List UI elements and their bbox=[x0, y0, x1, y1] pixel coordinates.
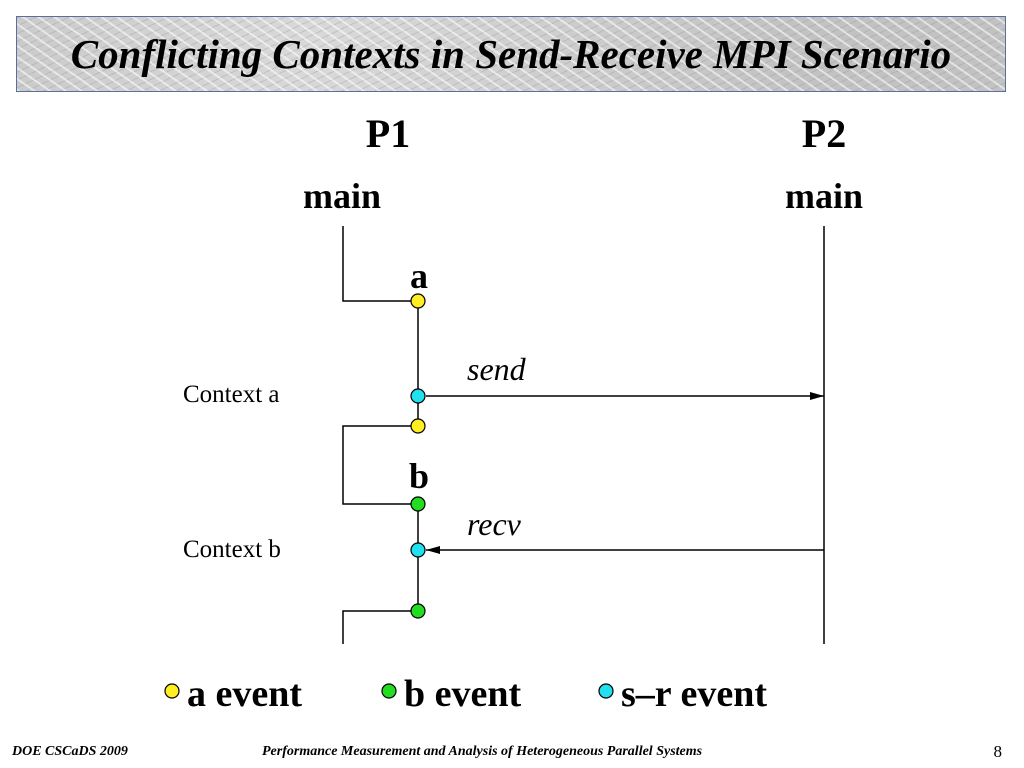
p1-main-label: main bbox=[303, 176, 381, 216]
legend-sr-event-label: s–r event bbox=[621, 673, 767, 715]
b-event-marker bbox=[410, 496, 426, 512]
p1-main-line-bottom bbox=[342, 610, 418, 644]
region-a-label: a bbox=[410, 256, 428, 296]
title-bar: Conflicting Contexts in Send-Receive MPI… bbox=[16, 16, 1006, 92]
send-label: send bbox=[467, 351, 527, 387]
footer-left: DOE CSCaDS 2009 bbox=[12, 744, 128, 759]
context-a-label: Context a bbox=[183, 381, 280, 408]
p2-label: P2 bbox=[802, 111, 846, 156]
legend-a-event-icon bbox=[164, 683, 180, 699]
a-event-marker bbox=[410, 293, 426, 309]
a-event-marker bbox=[410, 418, 426, 434]
region-b-label: b bbox=[409, 456, 429, 496]
legend-a-event-label: a event bbox=[187, 673, 302, 715]
recv-event-marker bbox=[410, 542, 426, 558]
context-b-label: Context b bbox=[183, 536, 281, 563]
recv-label: recv bbox=[467, 506, 522, 542]
legend-b-event-icon bbox=[381, 683, 397, 699]
footer-center: Performance Measurement and Analysis of … bbox=[262, 744, 703, 759]
p2-main-label: main bbox=[785, 176, 863, 216]
legend-b-event-label: b event bbox=[404, 673, 522, 715]
p1-main-line-middle bbox=[342, 425, 418, 505]
send-event-marker bbox=[410, 388, 426, 404]
p1-label: P1 bbox=[366, 111, 410, 156]
p1-main-line-top bbox=[342, 226, 418, 302]
slide-title: Conflicting Contexts in Send-Receive MPI… bbox=[70, 31, 952, 77]
legend-sr-event-icon bbox=[598, 683, 614, 699]
b-event-marker bbox=[410, 603, 426, 619]
page-number: 8 bbox=[993, 742, 1003, 761]
